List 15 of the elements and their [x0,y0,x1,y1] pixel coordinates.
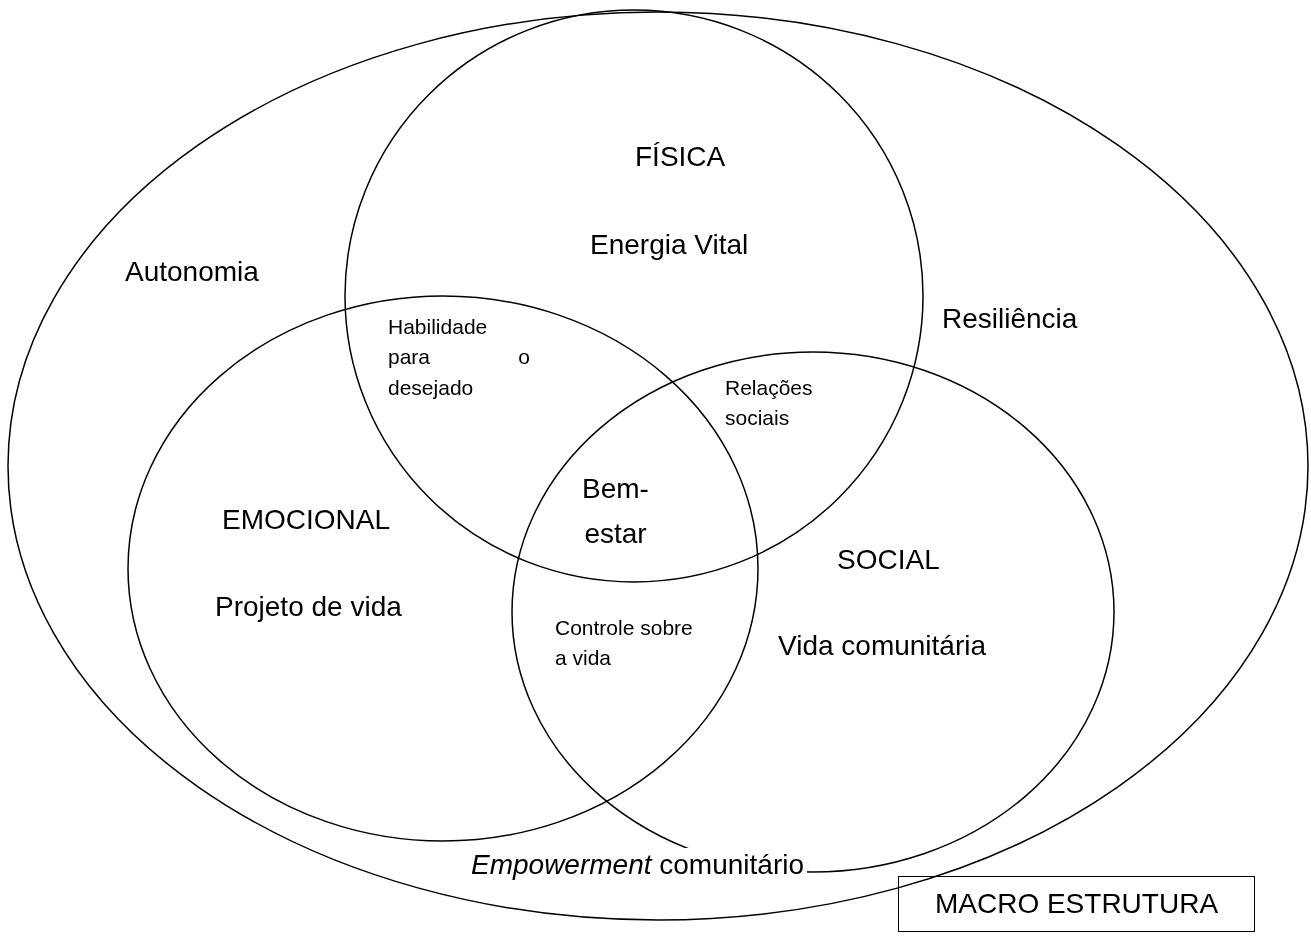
circle-title: FÍSICA [635,140,726,174]
label-box [898,876,1255,932]
circle-subtitle: Vida comunitária [778,629,987,663]
ellipse-label: Resiliência [942,302,1078,336]
overlap-label: Relações sociais [725,375,814,432]
ellipse-label: Autonomia [125,255,259,289]
overlap-label: Bem-estar [581,472,650,551]
ellipse-label: Empowerment comunitário [468,848,808,882]
circle-subtitle: Energia Vital [590,228,749,262]
overlap-label: Controle sobre a vida [555,615,694,672]
circle-title: EMOCIONAL [222,503,391,537]
circle-subtitle: Projeto de vida [215,590,402,624]
circle-title: SOCIAL [837,543,940,577]
box-label: MACRO ESTRUTURA [934,887,1219,921]
overlap-label: Habilidade para o desejado [388,314,530,401]
